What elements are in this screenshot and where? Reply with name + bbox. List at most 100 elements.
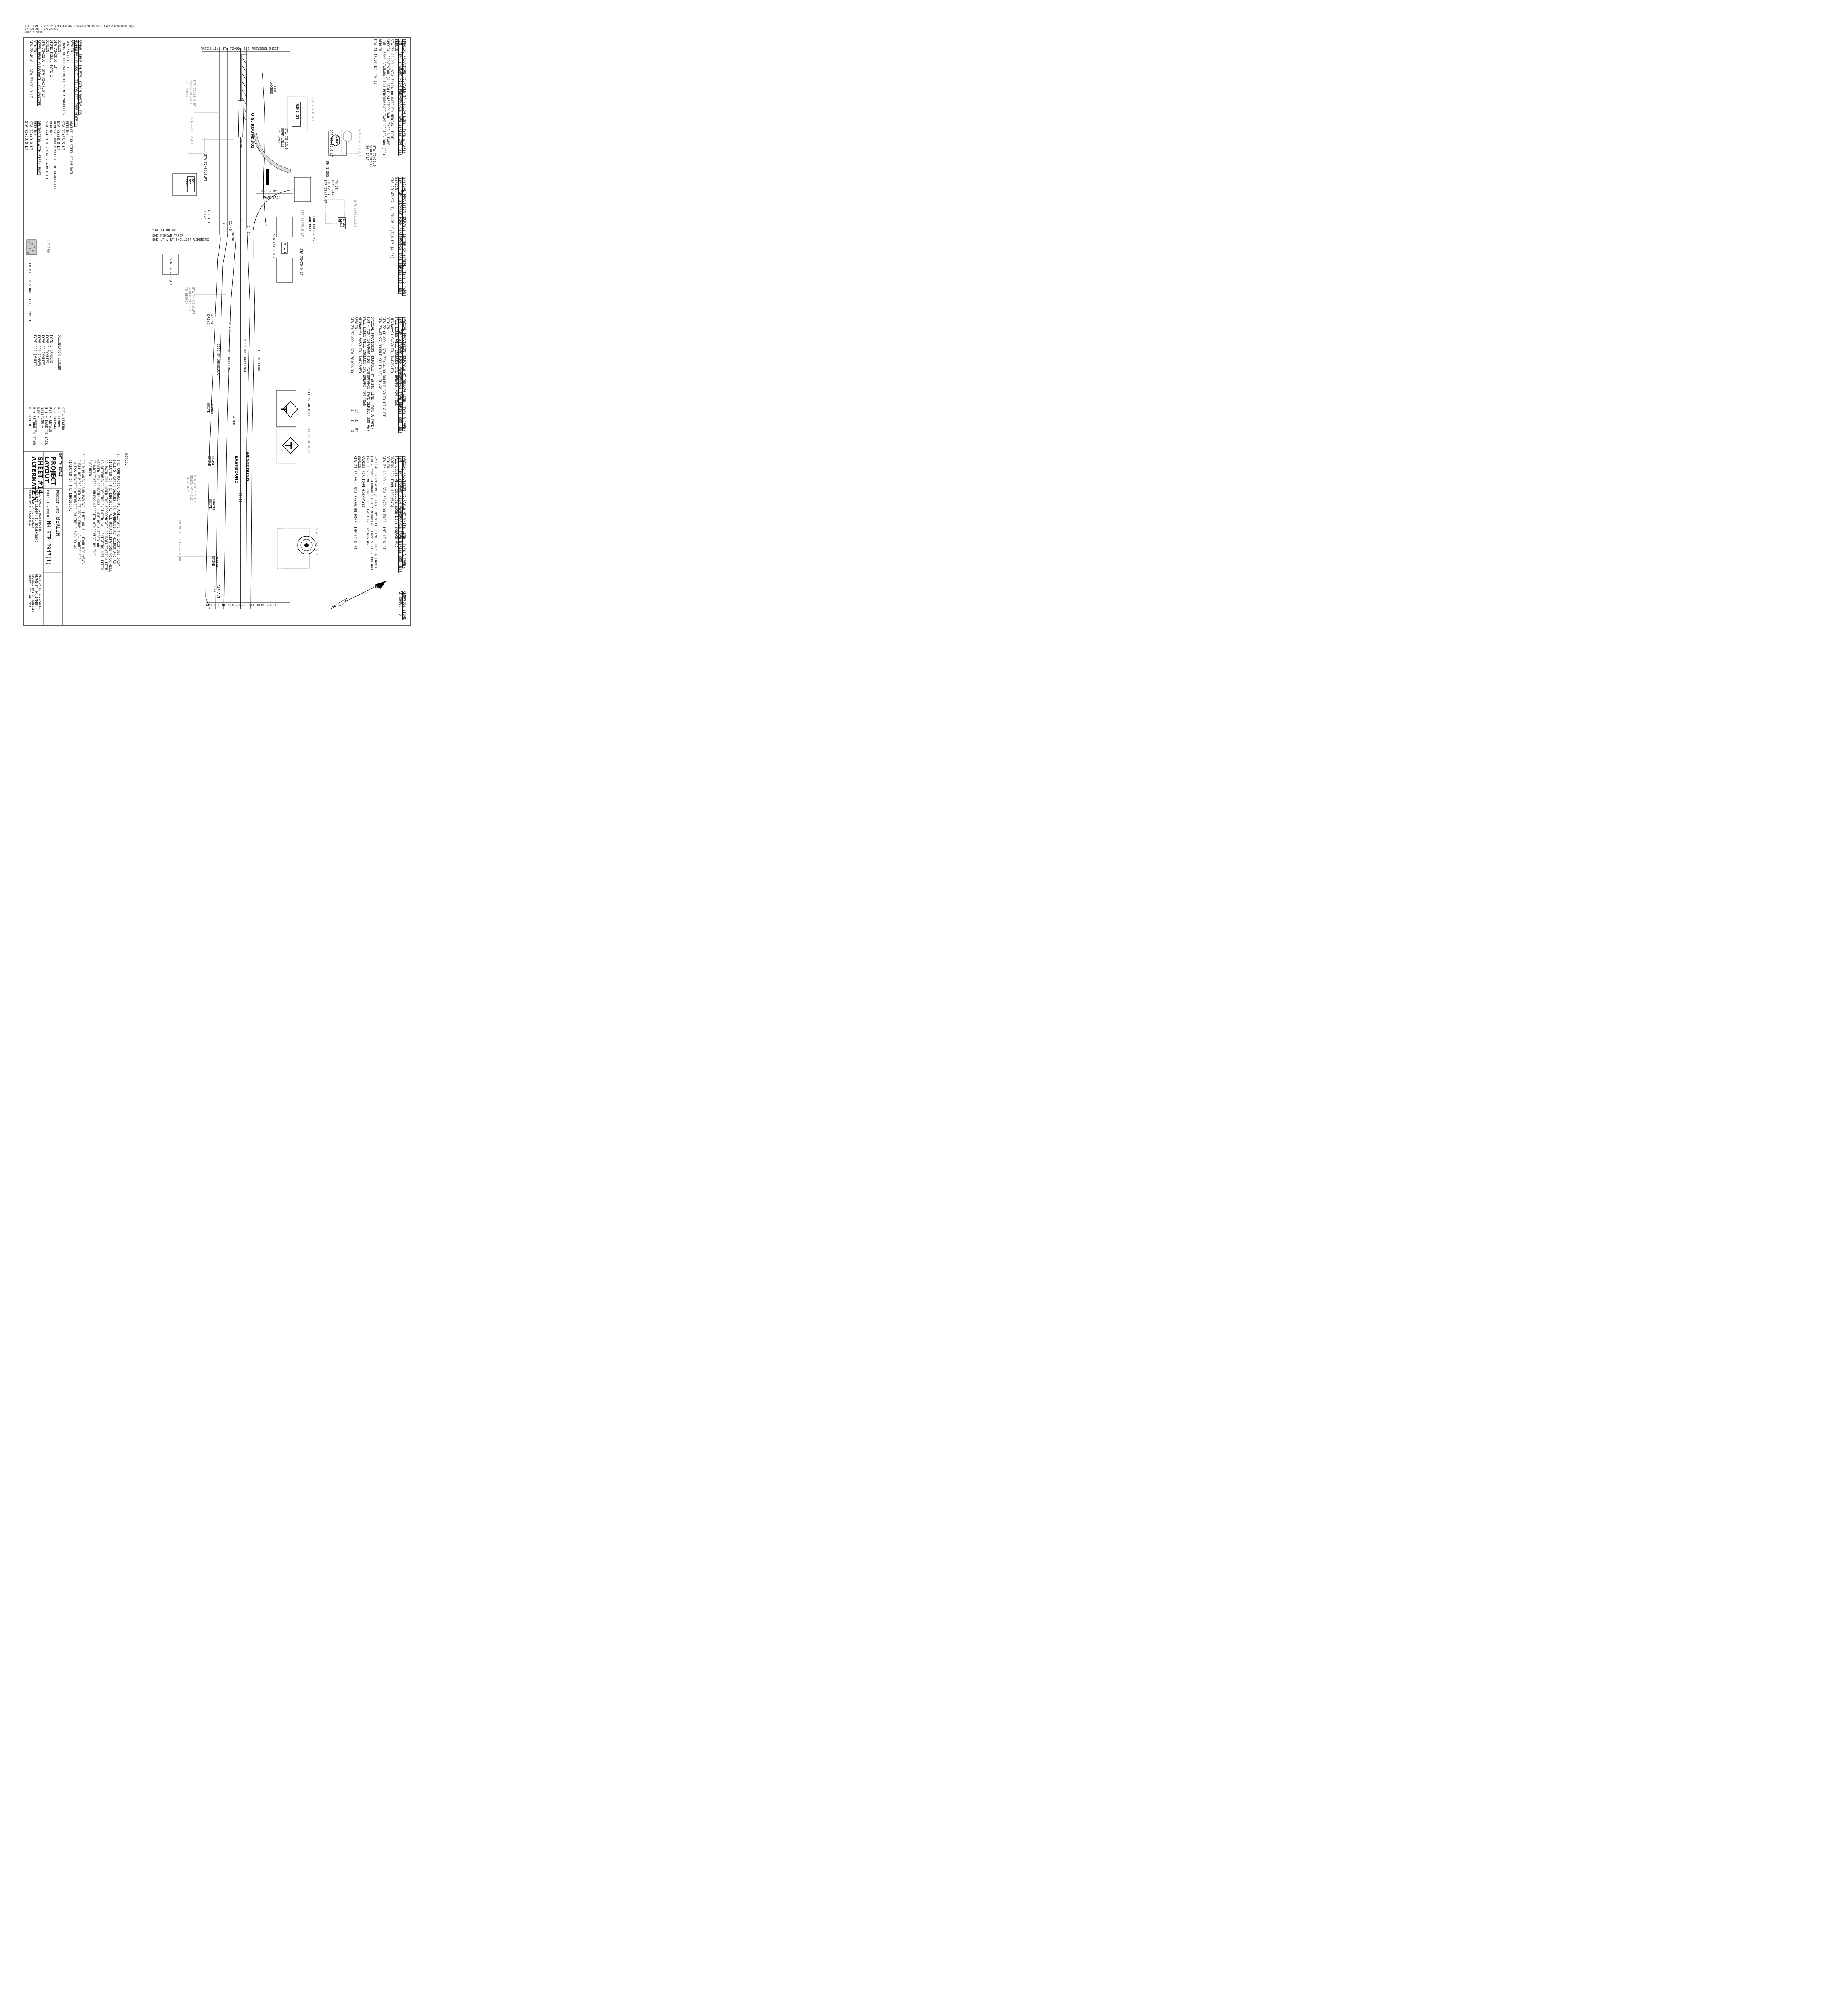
asphalt-drive-2: ASPHALT DRIVE: [206, 314, 214, 328]
eastbound-label: EASTBOUND: [234, 456, 238, 484]
note1-l1: INLETS, CATCH BASINS, OR MANHOLES AS NEE…: [112, 453, 116, 564]
spec-4w-es-l1: (ALL LINES WILL INCLUDE EDGE LINE BREAKS…: [394, 456, 398, 548]
tb-project-leader: PROJECT LEADER: D. GOZALKOWSKI: [35, 490, 39, 542]
station-73: 73+00: [239, 138, 243, 148]
left-notes-stone: STONE FILL, TYPE I BERLIN: STA 73+32.0 -…: [41, 40, 53, 98]
station-76: 76+00: [232, 415, 236, 425]
chg-l2: STA 73+38.0 LT: [53, 40, 57, 69]
note2-l1: SHALL BE MEASURED 25 FT BACK FROM U.S. R…: [76, 453, 81, 560]
project-number-label: PROJECT NUMBER:: [46, 490, 50, 519]
spec-letter-l1: BERLIN:: [394, 177, 398, 192]
spec-4w-aw-l3: BERLIN:: [354, 317, 358, 331]
left-notes-chg: CHANGING ELEVATION OF SEWER MANHOLES BER…: [53, 40, 65, 115]
project-number-row: PROJECT NUMBER: NH STP 2947(1): [45, 490, 51, 565]
north-label: N: [375, 584, 379, 589]
spec-4y-l2: HIGHWAYS) S=SOLID, D=DASHED: [390, 317, 394, 373]
project-name-row: PROJECT NAME: BERLIN: [55, 490, 61, 536]
smh-1-label: STA 72+68.0,RT SEWER MANHOLE TO REMAIN: [185, 80, 196, 107]
asphalt-drive-4: ASPHALT DRIVE: [211, 556, 219, 570]
private-sign-label: PRIVATE BUSINESS SIGN: [178, 520, 181, 561]
t-intersection-sign-old: [281, 437, 299, 454]
spec-4w-aw-l2: HIGHWAYS) S=SOLID, D=DASHED: [358, 317, 362, 373]
removing-signs-title: REMOVING SIGNS: [402, 591, 406, 620]
anchor-l2: STA 72+55.5 LT: [60, 121, 65, 150]
left-notes-removal: REMOVAL AND DISPOSAL OF GUARDRAIL BERLIN…: [44, 121, 56, 190]
sign-stop: STOP: [335, 136, 339, 144]
spec-4w-es-l2: RADIUS FOR TOWN HIGHWAYS): [390, 456, 394, 508]
sign-legend-r2: RET = RETAIN: [48, 407, 52, 433]
dim-11-2: 11'-0": [240, 214, 244, 225]
spec-4w-aw-lcr: LT ℄ RT S S S: [350, 409, 358, 432]
delin-legend-title: DELINEATOR LEGEND: [57, 335, 61, 370]
tb-plot-date: PLOT DATE: 5/22/2015: [38, 574, 42, 609]
new-sign-boxes: [162, 131, 347, 427]
spec-4w-aw2-block: SPECIAL PROVISION (DURABLE 4" WHITE LINE…: [353, 456, 377, 571]
note1-l2: DIRECTED BY THE ENGINEER. ALL REHABILITA…: [108, 453, 112, 572]
spec-4w-aw2-title2: (3M - "3M" STAMARK HIGH PERFORMANCE TAPE…: [369, 456, 373, 571]
spec-4w-aw2-l2: RADIUS FOR TOWN HIGHWAYS): [361, 456, 365, 508]
spec-4w-aw2-l4: STA 73+72.00 - STA 78+00.00 EDGE LINE LT…: [352, 456, 357, 550]
leaders: [177, 112, 234, 557]
notes-n2: 2. COLD PLANING AND PAVING LIMIT ON ALL …: [68, 453, 85, 564]
stone-l2: STA 73+32.0 - STA 73+37.0 LT: [41, 40, 45, 98]
spec-8in-title1: SPECIAL PROVISION (DURABLE 8" YELLOW LIN…: [402, 39, 406, 154]
note1-l3: BE PAID FOR UNDER THE APPROPRIATE REHABI…: [104, 453, 108, 570]
spec-4w-es-title2: (3M - "3M" STAMARK HIGH PERFORMANCE TAPE…: [398, 456, 402, 573]
spec-8in-title2: (3M - "3M" STAMARK HIGH PERFORMANCE TAPE…: [398, 39, 402, 156]
spec-8in-block: SPECIAL PROVISION (DURABLE 8" YELLOW LIN…: [390, 39, 406, 156]
spec-4w-aw-title2: (3M - "3M" STAMARK HIGH PERFORMANCE TAPE…: [366, 317, 370, 431]
delin-legend-r2: TYPE II (WHITE): [41, 335, 45, 366]
spec-4y-title2: (3M - "3M" STAMARK HIGH PERFORMANCE TAPE…: [398, 317, 402, 433]
file-name: FILE NAME = V:\Projects\ANY\K2\23456\12d…: [25, 25, 134, 28]
sta-7293b-label: STA 72+93.0,RT: [190, 117, 194, 144]
spec-letter-block: SPECIAL PROVISION (DURABLE LETTER OR SYM…: [390, 177, 406, 296]
north-arrow: [330, 581, 386, 609]
steel-l1: BERLIN:: [32, 40, 37, 54]
rehab-l1: BERLIN:: [69, 40, 74, 54]
dim-11-1: 11'-0": [229, 221, 232, 233]
sta-7320b-label: STA 73+20.0,LT: [358, 129, 361, 156]
spec-4y-l1: (ALL LINES WILL INCLUDE C/L BREAKS FOR T…: [394, 317, 398, 406]
delin-legend-r0: TYPE I (AMBER): [49, 335, 53, 364]
asphalt-drive-1: ASPHALT DRIVE: [203, 210, 211, 223]
road-face-curb: [262, 72, 267, 226]
plan-sheet: [23, 37, 411, 626]
end-cold-plane-label: END COLD PLANE AND PAVE: [308, 216, 315, 244]
note1-l6: REHABILITATED UNLESS DIRECTED OTHERWISE …: [91, 453, 96, 556]
removal-l2: STA 72+88.0 - STA 73+38.0 LT: [44, 121, 48, 179]
chg-l1: BERLIN:: [57, 40, 61, 54]
field-access-label: FIELD ACCESS: [269, 82, 277, 94]
spec-stop-title2: (3M - "3M" STAMARK HIGH PERFORMANCE TAPE…: [381, 39, 386, 156]
steel-l2: STA 72+49.0 - STA 73+38.0 LT: [28, 40, 33, 98]
edge-shoulder-label: EDGE OF SHOULDER: [217, 344, 220, 375]
note2-l2: UNLESS DENOTED OTHERWISE ON THE PLANS OR…: [72, 453, 77, 549]
delin-legend-r1: TYPE I (WHITE): [45, 335, 49, 364]
stone-fill-area: [254, 133, 292, 174]
steel-title: STEEL BEAM GUARDRAIL, GALVANIZED: [37, 40, 41, 106]
route-label: U.S. ROUTE 302: [250, 113, 254, 149]
left-notes-steel: STEEL BEAM GUARDRAIL, GALVANIZED BERLIN:…: [28, 40, 41, 106]
smh-3-label: STA 76+98.0,RT SEWER MANHOLE TO REMAIN: [186, 475, 197, 502]
road-edge-right-travel: [246, 48, 250, 609]
sta-7320-label: STA 73+20.0,LT: [311, 97, 315, 124]
speed-limit-sign: [338, 217, 346, 229]
sign-legend: SIGN LEGEND R = REMOVE S = SALVAGE RET =…: [27, 407, 65, 447]
delin-l1: BERLIN:: [32, 121, 37, 136]
delineator-legend: DELINEATOR LEGEND TYPE I (AMBER) TYPE I …: [33, 335, 61, 370]
left-notes-delin: DELINEATOR WITH STEEL POST BERLIN: STA 7…: [24, 121, 41, 175]
sta-7648b-label: STA 76+48.0,LT: [307, 427, 311, 454]
sta-7390-label: STA 73+90.0,LT: [272, 234, 276, 261]
spec-stop-block: SPECIAL PROVISION (DURABLE 24"STOP BAR, …: [373, 39, 390, 156]
sheet-border: [23, 37, 411, 626]
sign-legend-r1: S = SALVAGE: [52, 407, 56, 430]
anchor-l1: BERLIN:: [64, 121, 69, 136]
note1-l5: MARKED "TO REMAIN" SHALL NOT BE ALTERED …: [95, 453, 100, 547]
gravel-drive-2: GRAVEL DRIVE: [209, 499, 216, 511]
existing-sign-boxes: [188, 96, 359, 569]
dim-40-label: 40' - 0": [261, 190, 277, 193]
stop-sign-shape-old: [343, 130, 352, 142]
station-77: 77+00: [238, 493, 242, 503]
file-header: FILE NAME = V:\Projects\ANY\K2\23456\12d…: [25, 25, 134, 33]
dim-1: 1'-0": [246, 226, 250, 236]
removing-signs-block: REMOVING SIGNS AS SHOWN - 9: [398, 591, 406, 620]
